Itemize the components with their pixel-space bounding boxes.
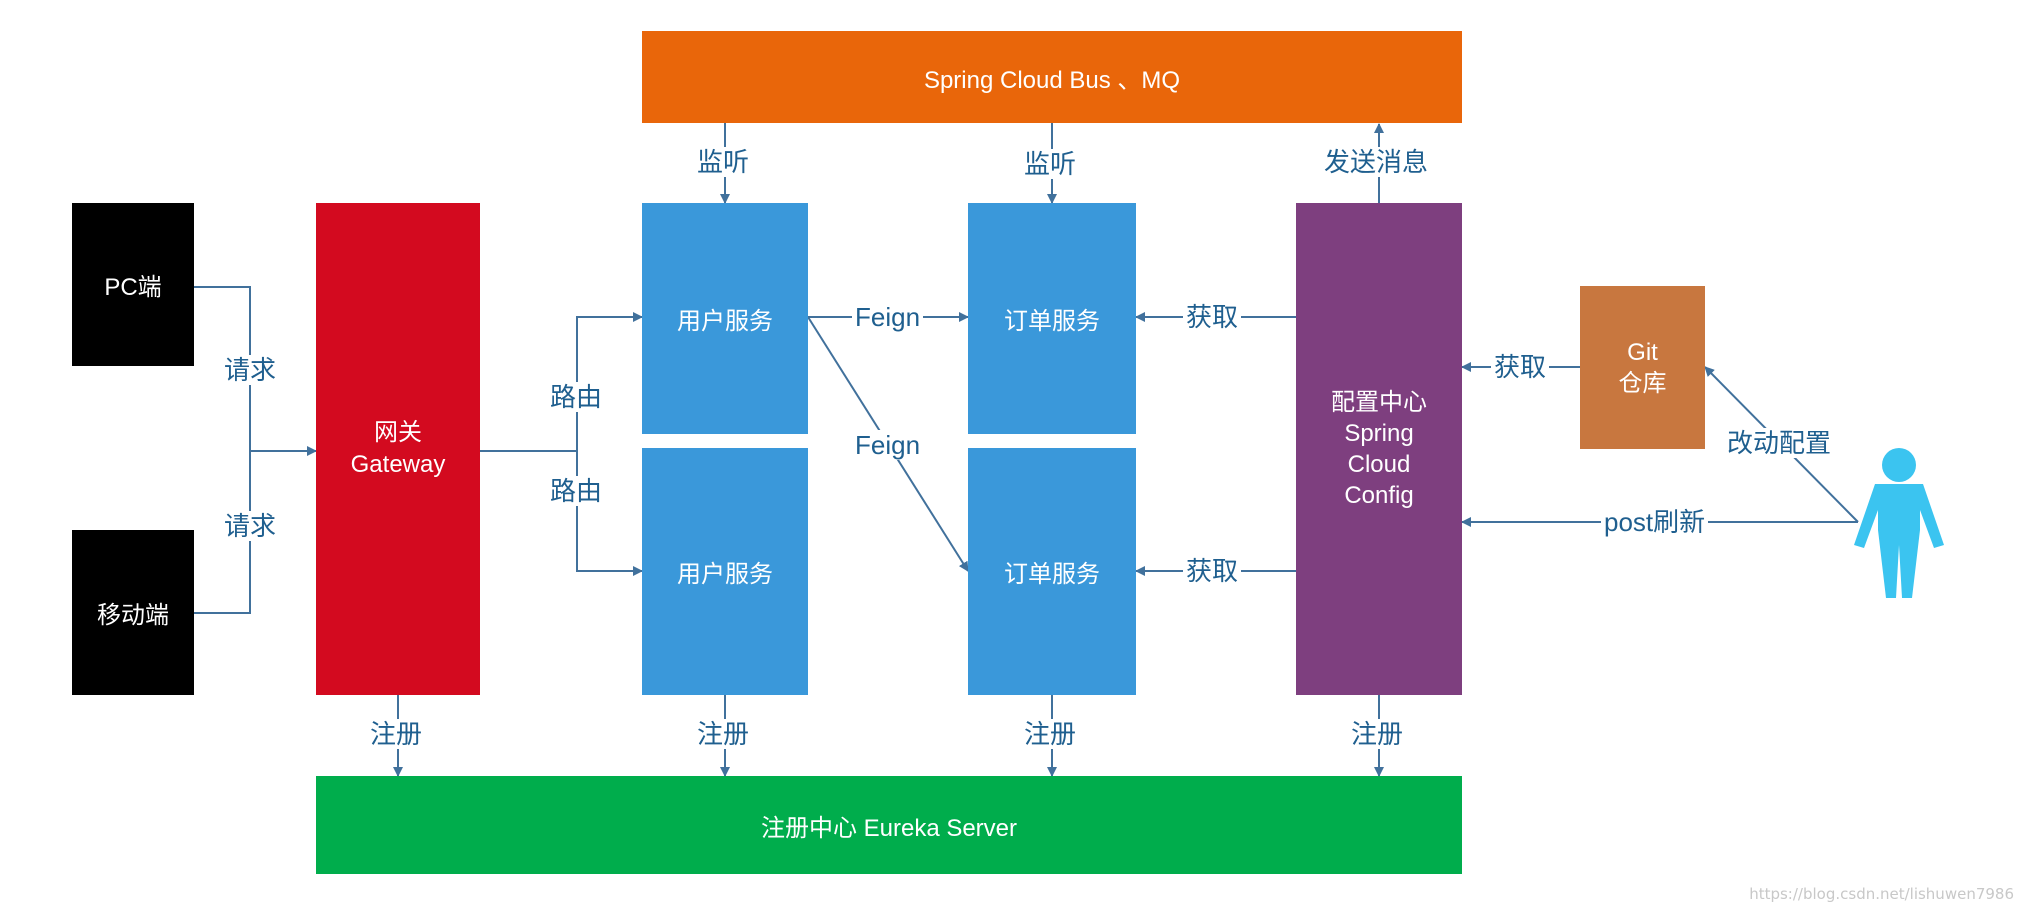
- change-config-label: 改动配置: [1724, 428, 1835, 458]
- order-service-top-label: 订单服务: [1004, 308, 1100, 335]
- pc-client-label: PC端: [104, 274, 162, 301]
- mobile-client-box: 移动端: [72, 530, 194, 695]
- config-label-spring: Spring: [1344, 420, 1414, 447]
- order-service-bottom-label: 订单服务: [1004, 561, 1100, 588]
- order-service-top-box: 订单服务: [968, 203, 1136, 434]
- gateway-box: 网关 Gateway: [316, 203, 480, 695]
- listen-label-order: 监听: [1021, 149, 1080, 179]
- git-label-cn: 仓库: [1618, 369, 1667, 397]
- bus-label: Spring Cloud Bus 、MQ: [923, 66, 1181, 94]
- feign-label-diag: Feign: [852, 430, 924, 460]
- register-label-user: 注册: [694, 719, 753, 749]
- user-service-bottom-label: 用户服务: [677, 561, 773, 588]
- eureka-label: 注册中心 Eureka Server: [760, 814, 1018, 842]
- pc-to-gateway-line: [194, 286, 251, 451]
- user-service-bottom-box: 用户服务: [642, 448, 808, 695]
- fetch-label-top: 获取: [1183, 302, 1242, 332]
- gateway-label-en: Gateway: [350, 451, 446, 478]
- feign-label-straight: Feign: [852, 302, 924, 332]
- bus-box: Spring Cloud Bus 、MQ: [642, 31, 1462, 123]
- config-label-config: Config: [1344, 482, 1414, 509]
- user-service-top-label: 用户服务: [677, 308, 773, 335]
- route-bottom-arrow: [576, 451, 643, 576]
- send-message-label: 发送消息: [1321, 147, 1432, 177]
- gateway-label-cn: 网关: [374, 419, 422, 446]
- fetch-git-label: 获取: [1491, 352, 1550, 382]
- person-icon: [1854, 448, 1944, 598]
- config-label-cn: 配置中心: [1331, 389, 1427, 416]
- config-label-cloud: Cloud: [1347, 451, 1411, 478]
- route-label-bottom: 路由: [547, 476, 606, 506]
- register-label-order: 注册: [1021, 719, 1080, 749]
- fetch-label-bottom: 获取: [1183, 556, 1242, 586]
- request-label-bottom: 请求: [221, 511, 280, 541]
- eureka-box: 注册中心 Eureka Server: [316, 776, 1462, 874]
- register-label-config: 注册: [1348, 719, 1407, 749]
- route-label-top: 路由: [547, 382, 606, 412]
- config-center-box: 配置中心 Spring Cloud Config: [1296, 203, 1462, 695]
- watermark: https://blog.csdn.net/lishuwen7986: [1749, 885, 2014, 903]
- git-label-en: Git: [1627, 338, 1658, 366]
- mobile-client-label: 移动端: [97, 602, 169, 629]
- register-label-gateway: 注册: [367, 719, 426, 749]
- request-label-top: 请求: [221, 355, 280, 385]
- listen-label-user: 监听: [694, 147, 753, 177]
- pc-client-box: PC端: [72, 203, 194, 366]
- post-refresh-label: post刷新: [1601, 507, 1709, 537]
- order-service-bottom-box: 订单服务: [968, 448, 1136, 695]
- git-repo-box: Git 仓库: [1580, 286, 1705, 449]
- user-service-top-box: 用户服务: [642, 203, 808, 434]
- mobile-to-gateway-line: [194, 451, 251, 614]
